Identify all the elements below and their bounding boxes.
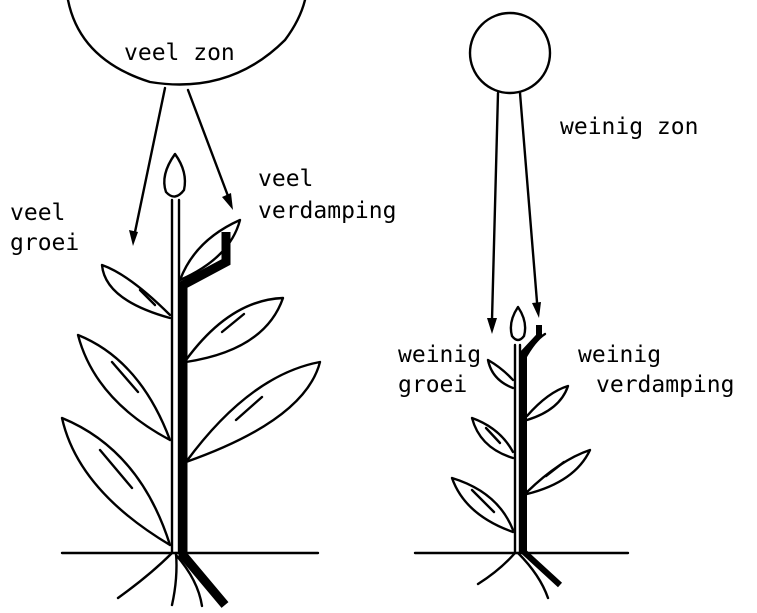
- water-transport-line: [183, 232, 226, 605]
- sun-ray-arrow-evaporation: [188, 90, 233, 210]
- small-sun: [470, 13, 550, 93]
- growth-label-right-line1: weinig: [398, 340, 481, 370]
- small-sun-label: weinig zon: [560, 112, 698, 142]
- sun-ray-arrow-evaporation-small: [520, 93, 541, 318]
- large-sun-label: veel zon: [124, 38, 235, 68]
- growth-label-left-line2: groei: [10, 228, 79, 258]
- growth-label-left-line1: veel: [10, 198, 65, 228]
- evaporation-label-left-line2: verdamping: [258, 196, 396, 226]
- water-transport-line-small: [524, 325, 560, 585]
- sun-ray-arrow-growth-small: [487, 93, 498, 334]
- growth-label-right-line2: groei: [398, 370, 467, 400]
- sun-ray-arrow-growth: [129, 88, 165, 246]
- evaporation-label-left-line1: veel: [258, 164, 313, 194]
- evaporation-label-right-line2: verdamping: [596, 370, 734, 400]
- evaporation-label-right-line1: weinig: [578, 340, 661, 370]
